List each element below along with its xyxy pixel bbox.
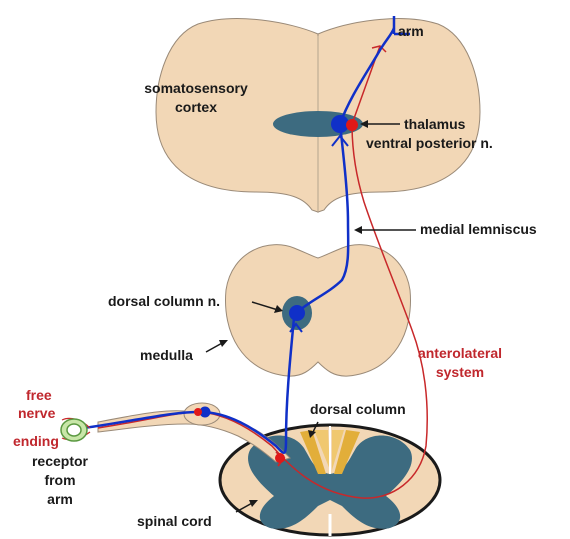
label-free: free [26, 387, 52, 403]
label-medulla: medulla [140, 347, 193, 363]
medulla-outline [226, 245, 411, 376]
receptor [61, 418, 90, 441]
label-spinal-cord: spinal cord [137, 513, 212, 529]
ganglion-neuron-red [194, 408, 202, 416]
label-cortex-line1: somatosensory [144, 80, 248, 96]
dorsal-horn-neuron [275, 453, 285, 463]
label-nerve: nerve [18, 405, 56, 421]
label-arm: arm [398, 23, 424, 39]
dorsal-column-neuron [289, 305, 305, 321]
medulla [226, 245, 411, 376]
label-dorsal-column: dorsal column [310, 401, 406, 417]
label-arm-receptor: arm [47, 491, 73, 507]
label-system: system [436, 364, 484, 380]
receptor-capsule-inner [67, 424, 81, 436]
label-thalamus: thalamus [404, 116, 466, 132]
label-receptor: receptor [32, 453, 89, 469]
label-ventral-posterior: ventral posterior n. [366, 135, 493, 151]
label-ending: ending [13, 433, 59, 449]
label-cortex-line2: cortex [175, 99, 217, 115]
label-from: from [44, 472, 75, 488]
label-anterolateral: anterolateral [418, 345, 502, 361]
thalamus-neuron-red [346, 119, 358, 131]
label-medial-lemniscus: medial lemniscus [420, 221, 537, 237]
label-dorsal-column-nucleus: dorsal column n. [108, 293, 220, 309]
medial-lemniscus-arrowhead [354, 226, 362, 234]
